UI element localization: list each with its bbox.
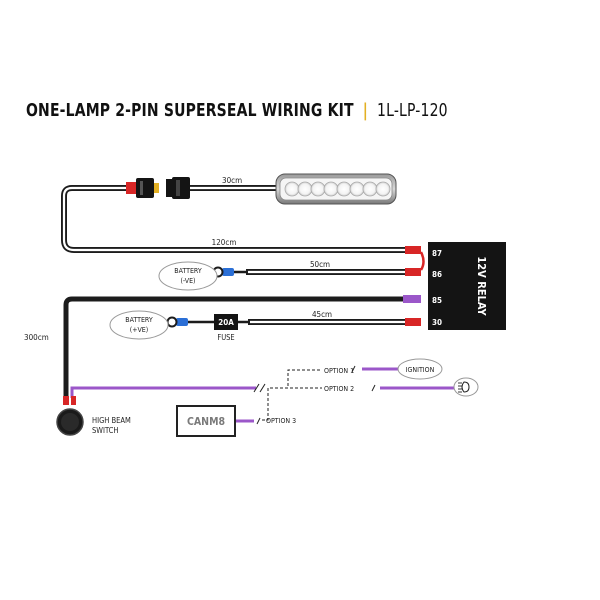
superseal-plug-male: [166, 177, 190, 199]
title-code: 1L-LP-120: [377, 101, 448, 121]
relay-pin-85: 85: [432, 296, 442, 305]
high-beam-headlight-icon: [453, 377, 479, 397]
wire-trigger: [70, 386, 256, 398]
svg-text:(-VE): (-VE): [180, 277, 195, 285]
light-bar-lamp: [275, 173, 397, 205]
ignition-node: IGNITION: [397, 358, 443, 380]
option-1-link: [270, 369, 322, 389]
superseal-plug-female: [126, 178, 159, 198]
length-label-battery: 45cm: [312, 310, 332, 319]
terminal-87: [405, 246, 421, 254]
option-1-label: OPTION 1: [324, 367, 354, 375]
wire-switch: [63, 296, 403, 398]
relay-pins: 87 86 85 30: [432, 249, 442, 327]
svg-text:IGNITION: IGNITION: [406, 366, 435, 374]
relay-pin-30: 30: [432, 318, 442, 327]
switch-label-line2: SWITCH: [92, 426, 118, 435]
battery-positive-label: BATTERY (+VE): [109, 310, 169, 340]
fuse-value: 20A: [218, 318, 234, 327]
length-label-relay-output: 120cm: [212, 238, 237, 247]
fuse: 20A FUSE: [214, 314, 238, 342]
switch-label-line1: HIGH BEAM: [92, 416, 131, 425]
option-2-label: OPTION 2: [324, 385, 354, 393]
svg-text:BATTERY: BATTERY: [174, 267, 202, 275]
wire-relay-to-lamp: [61, 185, 410, 253]
length-label-switch: 300cm: [24, 333, 49, 342]
ring-terminal-positive: [166, 316, 188, 328]
wire-break-marks: [253, 383, 266, 393]
length-label-lamp: 30cm: [222, 176, 242, 185]
svg-text:BATTERY: BATTERY: [125, 316, 153, 324]
option-3-label: OPTION 3: [266, 417, 296, 425]
title-main: ONE-LAMP 2-PIN SUPERSEAL WIRING KIT: [26, 101, 354, 121]
relay-pin-87: 87: [432, 249, 442, 258]
fuse-label: FUSE: [217, 333, 234, 342]
relay-pin-86: 86: [432, 270, 442, 279]
battery-negative-label: BATTERY (-VE): [158, 261, 218, 291]
svg-text:(+VE): (+VE): [130, 326, 148, 334]
relay: 12V RELAY: [428, 242, 506, 330]
title-separator: |: [362, 101, 369, 121]
terminal-30: [405, 318, 421, 326]
length-label-ground: 50cm: [310, 260, 330, 269]
terminal-85: [403, 295, 421, 303]
relay-label: 12V RELAY: [475, 256, 488, 316]
high-beam-switch: HIGH BEAM SWITCH: [56, 396, 131, 436]
svg-text:CANM8: CANM8: [187, 416, 225, 428]
terminal-86: [405, 268, 421, 276]
option-3-link: [262, 388, 269, 421]
canm8-controller: CANM8: [176, 405, 236, 437]
page-title: ONE-LAMP 2-PIN SUPERSEAL WIRING KIT | 1L…: [26, 96, 448, 126]
jumper-87-86: [419, 251, 425, 271]
